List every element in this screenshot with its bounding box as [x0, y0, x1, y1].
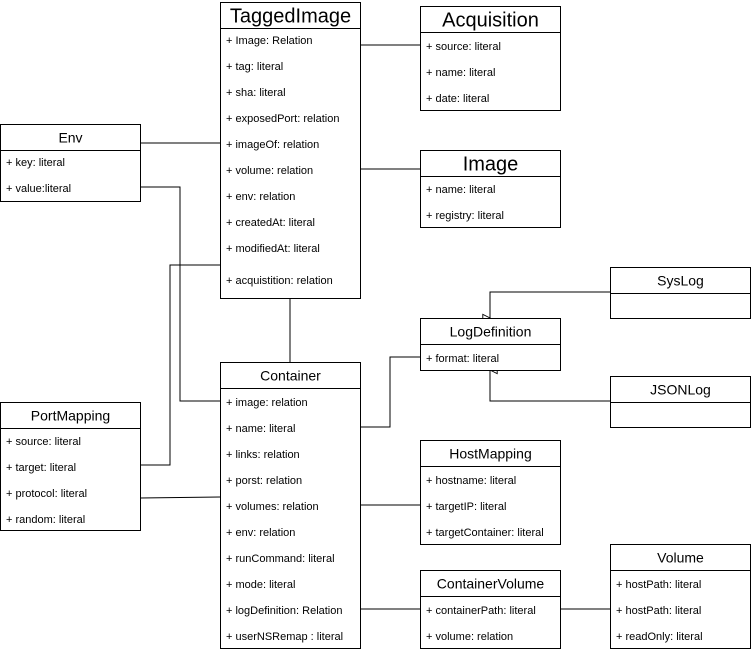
class-attribute: + image: relation	[226, 397, 308, 409]
edge-container-portmapping	[139, 496, 221, 499]
class-acquisition[interactable]: Acquisition + source: literal + name: lite…	[420, 6, 561, 111]
class-attribute: + imageOf: relation	[226, 139, 319, 151]
class-attribute: + Image: Relation	[226, 35, 313, 47]
edge-taggedimage-portmapping	[140, 264, 220, 466]
class-attribute: + modifiedAt: literal	[226, 243, 320, 255]
class-attribute: + tag: literal	[226, 61, 283, 73]
class-title: JSONLog	[650, 382, 711, 398]
class-tagged-image[interactable]: TaggedImage + Image: Relation + tag: liter…	[220, 2, 361, 299]
class-jsonlog[interactable]: JSONLog	[610, 376, 751, 428]
class-attribute: + porst: relation	[226, 475, 302, 487]
class-attribute: + format: literal	[426, 353, 499, 365]
class-attribute: + source: literal	[6, 436, 81, 448]
class-box	[0, 124, 141, 202]
class-attribute: + registry: literal	[426, 210, 504, 222]
class-box	[420, 440, 561, 545]
class-attribute: + volume: relation	[426, 631, 513, 643]
class-attribute: + hostPath: literal	[616, 579, 701, 591]
class-attribute: + name: literal	[226, 423, 295, 435]
class-env[interactable]: Env + key: literal + value:literal	[0, 124, 141, 202]
class-attribute: + mode: literal	[226, 579, 295, 591]
class-attribute: + name: literal	[426, 67, 495, 79]
class-attribute: + sha: literal	[226, 87, 286, 99]
class-title: Acquisition	[442, 10, 539, 32]
class-attribute: + target: literal	[6, 462, 76, 474]
class-attribute: + key: literal	[6, 157, 65, 169]
class-title: HostMapping	[449, 446, 532, 462]
class-attribute: + source: literal	[426, 41, 501, 53]
class-port-mapping[interactable]: PortMapping + source: literal + target: li…	[0, 402, 141, 531]
edge-jsonlog-logdefinition	[490, 370, 610, 402]
class-syslog[interactable]: SysLog	[610, 267, 751, 319]
class-attribute: + random: literal	[6, 514, 85, 526]
class-attribute: + createdAt: literal	[226, 217, 315, 229]
class-title: PortMapping	[31, 408, 110, 424]
class-attribute: + runCommand: literal	[226, 553, 335, 565]
edge-container-logdefinition	[360, 356, 420, 428]
class-attribute: + volumes: relation	[226, 501, 319, 513]
class-attribute: + userNSRemap : literal	[226, 631, 343, 643]
class-attribute: + targetContainer: literal	[426, 527, 544, 539]
class-title: LogDefinition	[450, 324, 532, 340]
class-image[interactable]: Image + name: literal + registry: literal	[420, 150, 561, 228]
class-attribute: + readOnly: literal	[616, 631, 703, 643]
edge-env-container	[140, 186, 220, 402]
class-attribute: + env: relation	[226, 191, 295, 203]
class-attribute: + exposedPort: relation	[226, 113, 339, 125]
class-box	[0, 402, 141, 531]
class-title: Image	[463, 154, 519, 176]
class-log-definition[interactable]: LogDefinition + format: literal	[420, 318, 561, 371]
class-box	[420, 6, 561, 111]
class-attribute: + env: relation	[226, 527, 295, 539]
class-volume[interactable]: Volume + hostPath: literal + hostPath: lit…	[610, 544, 751, 649]
class-title: ContainerVolume	[437, 576, 545, 592]
class-title: Env	[58, 130, 82, 146]
class-box	[220, 362, 361, 649]
class-attribute: + hostPath: literal	[616, 605, 701, 617]
class-box	[420, 150, 561, 228]
class-attribute: + links: relation	[226, 449, 300, 461]
class-attribute: + name: literal	[426, 184, 495, 196]
class-attribute: + volume: relation	[226, 165, 313, 177]
class-title: Volume	[657, 550, 704, 566]
class-attribute: + acquistition: relation	[226, 275, 333, 287]
class-title: Container	[260, 368, 321, 384]
class-attribute: + value:literal	[6, 183, 71, 195]
class-attribute: + containerPath: literal	[426, 605, 536, 617]
class-title: SysLog	[657, 273, 704, 289]
class-host-mapping[interactable]: HostMapping + hostname: literal + targetIP…	[420, 440, 561, 545]
class-container-volume[interactable]: ContainerVolume + containerPath: literal +…	[420, 570, 561, 649]
class-container[interactable]: Container + image: relation + name: litera…	[220, 362, 361, 649]
class-title: TaggedImage	[230, 6, 351, 28]
class-attribute: + hostname: literal	[426, 475, 516, 487]
class-attribute: + date: literal	[426, 93, 489, 105]
class-attribute: + logDefinition: Relation	[226, 605, 343, 617]
class-attribute: + targetIP: literal	[426, 501, 506, 513]
class-box	[220, 2, 361, 299]
class-attribute: + protocol: literal	[6, 488, 87, 500]
class-box	[420, 570, 561, 649]
edge-syslog-logdefinition	[490, 291, 610, 318]
